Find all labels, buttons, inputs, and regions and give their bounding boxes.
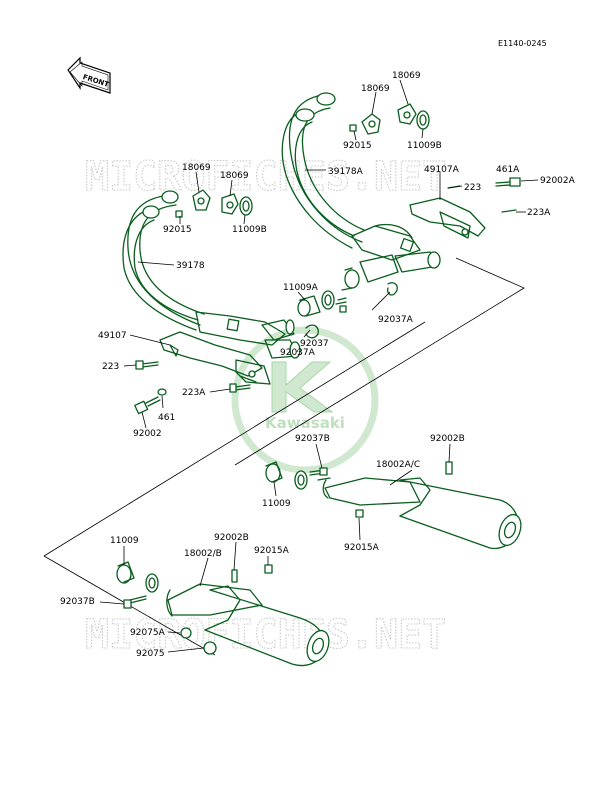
label-92015a: 92015A [344,543,380,553]
clamp-set-92037b-lower [116,561,159,609]
label-49107: 49107 [98,331,127,341]
label-11009: 11009 [110,536,139,546]
header-pipe-39178 [122,190,301,359]
diagram-code: E1140-0245 [498,39,547,48]
muffler-18002ac [322,461,522,550]
label-92015: 92015 [163,225,192,235]
label-223: 223 [102,362,119,372]
label-39178a: 39178A [328,167,364,177]
label-49107a: 49107A [424,165,460,175]
label-461a: 461A [496,165,520,175]
clamp-parts-right [349,103,430,135]
header-pipe-39178a [281,92,441,291]
front-arrow-icon: FRONT [67,56,111,94]
watermark-text-top: MICROFICHES.NET [85,154,446,200]
label-92002b: 92002B [430,434,465,444]
leader-lines [99,79,539,653]
label-92037b: 92037B [60,597,95,607]
label-92037: 92037 [300,339,329,349]
label-92075: 92075 [136,649,165,659]
label-18002b: 18002/B [184,549,222,559]
label-92015: 92015 [343,141,372,151]
label-223a: 223A [182,388,206,398]
label-223a: 223A [527,208,551,218]
bolts-left [134,360,251,415]
label-11009a: 11009A [283,283,319,293]
connector-pipe-11009a [297,282,398,339]
label-11009b: 11009B [407,141,442,151]
label-223: 223 [464,183,481,193]
label-92002b: 92002B [214,533,249,543]
label-18069: 18069 [361,84,390,94]
label-92037b: 92037B [295,434,330,444]
clamp-parts-left [175,189,253,218]
watermark-text-bottom: MICROFICHES.NET [85,612,446,658]
group-bracket-lines [43,257,525,656]
label-92037a: 92037A [378,315,414,325]
label-18069: 18069 [182,163,211,173]
muffler-18002b [166,564,330,667]
label-92002a: 92002A [540,176,576,186]
kawasaki-logo-text: Kawasaki [265,414,345,432]
label-11009: 11009 [262,499,291,509]
label-11009b: 11009B [232,225,267,235]
part-labels: 18069 18069 92015 11009B 39178A 49107A 4… [60,71,576,659]
label-92075a: 92075A [130,628,166,638]
label-461: 461 [158,413,175,423]
bracket-49107 [159,331,271,385]
watermark: MICROFICHES.NET MICROFICHES.NET Kawasaki [84,153,446,658]
kawasaki-logo: Kawasaki [231,326,379,474]
label-92037a: 92037A [280,348,316,358]
label-18069: 18069 [392,71,421,81]
label-92015a: 92015A [254,546,290,556]
label-92002: 92002 [133,429,162,439]
label-18002ac: 18002A/C [376,460,420,470]
label-39178: 39178 [176,261,205,271]
clamp-set-92037b-upper [265,461,331,490]
label-18069: 18069 [220,171,249,181]
